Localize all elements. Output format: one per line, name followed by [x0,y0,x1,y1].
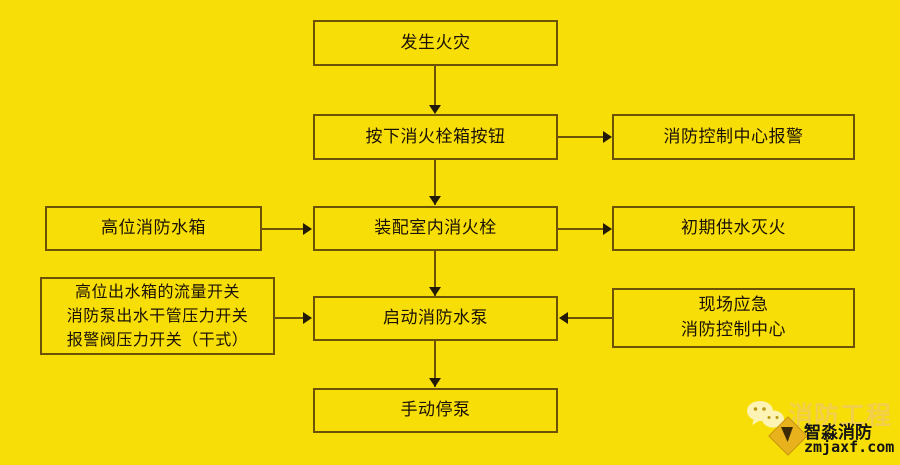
connector-emergency-to-pump [568,317,612,319]
node-indoor-hydrant-assembly-label: 装配室内消火栓 [374,218,497,239]
arrowhead-switches-to-pump [303,312,312,324]
node-trigger-switches-line-1: 高位出水箱的流量开关 [74,282,240,301]
arrowhead-hydrant-to-initial-supply [603,223,612,235]
arrowhead-tank-to-hydrant [303,223,312,235]
connector-button-to-control-center [558,136,604,138]
connector-button-to-hydrant [434,160,436,205]
watermark-site-url: zmjaxf.com [804,438,895,456]
connector-switches-to-pump [275,317,304,319]
node-start-fire-pump-label: 启动消防水泵 [383,308,488,329]
node-start-fire-pump: 启动消防水泵 [313,296,558,341]
node-onsite-emergency-control-center: 现场应急 消防控制中心 [612,288,855,348]
node-onsite-emergency-line-2: 消防控制中心 [681,320,786,340]
arrowhead-hydrant-to-pump [429,287,441,296]
connector-tank-to-hydrant [262,228,304,230]
arrowhead-fire-to-button [429,105,441,114]
node-fire-occurs: 发生火灾 [313,20,558,66]
connector-fire-to-button [434,66,436,110]
wechat-icon [746,400,786,430]
watermark-site-name: 智淼消防 [804,423,872,443]
node-onsite-emergency-line-1: 现场应急 [698,295,769,316]
arrowhead-button-to-control-center [603,131,612,143]
arrowhead-emergency-to-pump [559,312,568,324]
node-control-center-alarm-label: 消防控制中心报警 [663,126,804,147]
connector-hydrant-to-initial-supply [558,228,604,230]
node-trigger-switches: 高位出水箱的流量开关 消防泵出水干管压力开关 报警阀压力开关（干式） [40,277,275,355]
watermark: 消防工程 智淼消防 zmjaxf.com [742,392,900,465]
node-press-hydrant-box-button-label: 按下消火栓箱按钮 [365,126,506,147]
node-high-level-fire-water-tank: 高位消防水箱 [45,206,262,251]
arrowhead-button-to-hydrant [429,196,441,205]
node-control-center-alarm: 消防控制中心报警 [612,114,855,160]
arrowhead-pump-to-manual-stop [429,378,441,387]
node-fire-occurs-label: 发生火灾 [400,32,471,53]
connector-hydrant-to-pump [434,251,436,296]
node-manual-stop-pump-label: 手动停泵 [400,400,471,421]
node-press-hydrant-box-button: 按下消火栓箱按钮 [313,114,558,160]
node-trigger-switches-line-3: 报警阀压力开关（干式） [66,330,249,349]
watermark-badge: 智淼消防 zmjaxf.com [768,416,900,458]
node-high-level-fire-water-tank-label: 高位消防水箱 [101,218,206,239]
node-initial-water-supply-firefighting: 初期供水灭火 [612,206,855,251]
connector-pump-to-manual-stop [434,341,436,387]
node-trigger-switches-line-2: 消防泵出水干管压力开关 [66,306,249,325]
node-initial-water-supply-firefighting-label: 初期供水灭火 [681,218,786,239]
node-indoor-hydrant-assembly: 装配室内消火栓 [313,206,558,251]
node-manual-stop-pump: 手动停泵 [313,388,558,433]
watermark-brand-text: 消防工程 [788,401,893,430]
